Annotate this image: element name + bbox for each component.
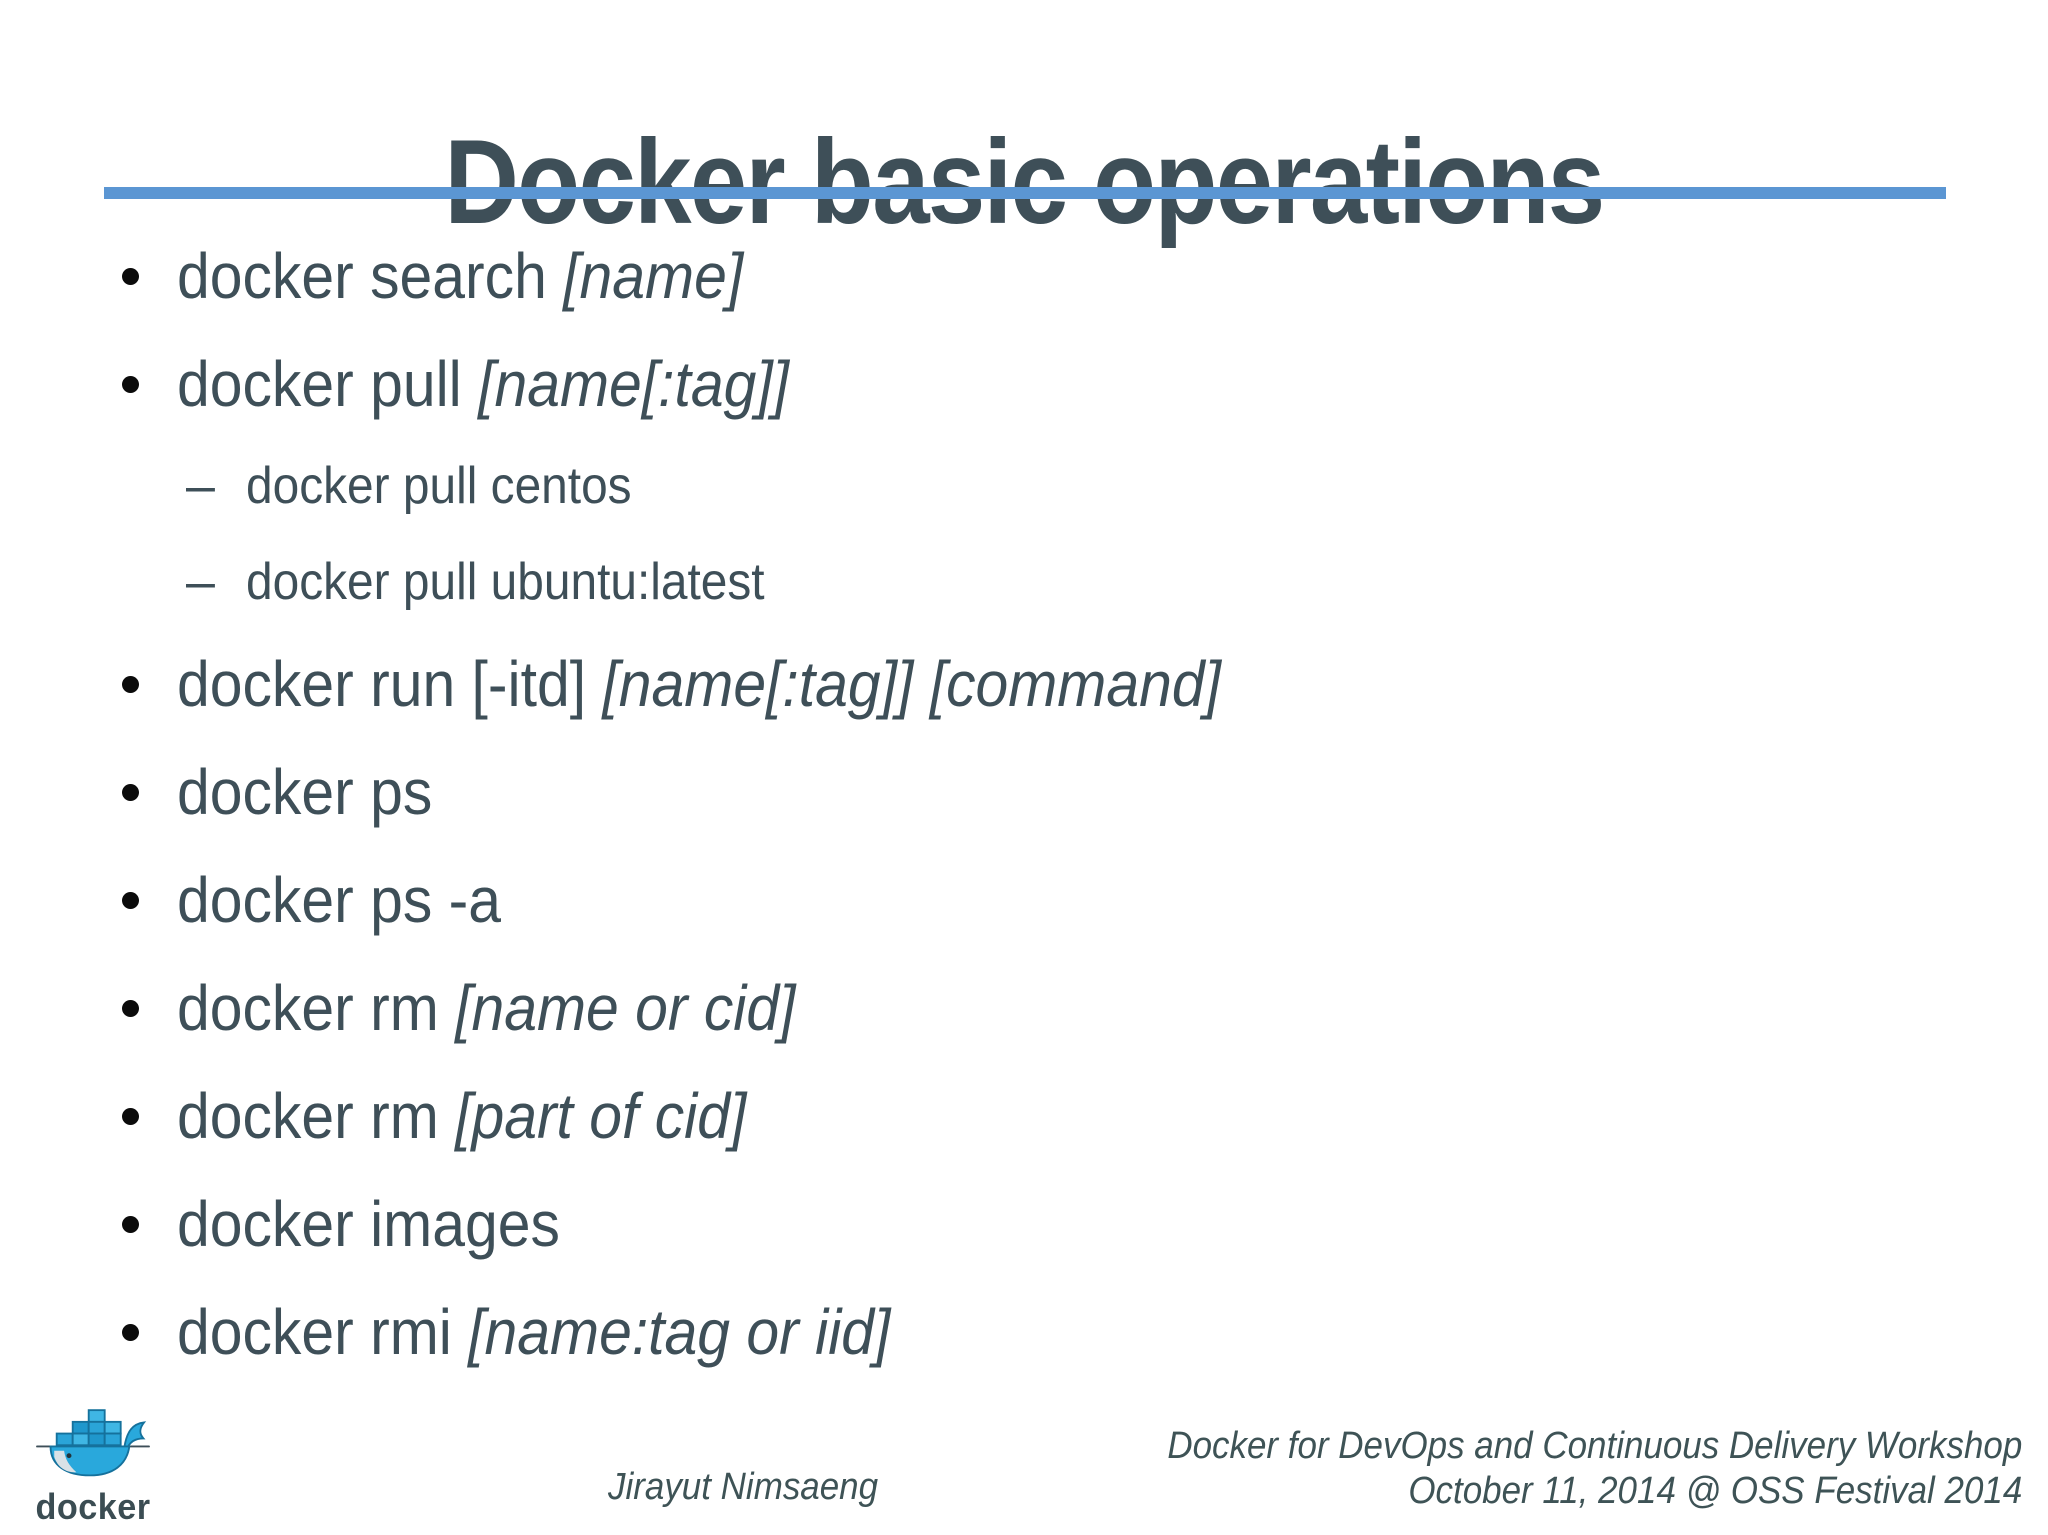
- bullet-argument: [part of cid]: [455, 1080, 747, 1152]
- bullet-dot-icon: [104, 1215, 177, 1233]
- bullet-argument: [name[:tag]]: [478, 348, 790, 420]
- command-list: docker search [name] docker pull [name[:…: [0, 222, 2048, 1386]
- logo-wordmark: docker: [35, 1486, 151, 1527]
- bullet-argument: [name:tag or iid]: [468, 1296, 891, 1368]
- bullet-dot-icon: [104, 375, 177, 393]
- list-item: docker run [-itd] [name[:tag]] [command]: [0, 630, 2048, 738]
- list-item: – docker pull centos: [0, 438, 2048, 534]
- list-item: – docker pull ubuntu:latest: [0, 534, 2048, 630]
- bullet-dot-icon: [104, 675, 177, 693]
- bullet-dot-icon: [104, 1107, 177, 1125]
- bullet-argument: [name]: [563, 240, 744, 312]
- bullet-dot-icon: [104, 1323, 177, 1341]
- bullet-argument: [name[:tag]] [command]: [602, 648, 1221, 720]
- list-item: docker rm [name or cid]: [0, 954, 2048, 1062]
- bullet-command: docker pull ubuntu:latest: [246, 553, 765, 611]
- bullet-command: docker rm: [177, 1080, 456, 1152]
- list-item: docker rm [part of cid]: [0, 1062, 2048, 1170]
- list-item: docker ps: [0, 738, 2048, 846]
- list-item: docker rmi [name:tag or iid]: [0, 1278, 2048, 1386]
- dash-marker-icon: –: [186, 553, 215, 611]
- event-credit: Docker for DevOps and Continuous Deliver…: [1167, 1424, 2022, 1514]
- list-item: docker images: [0, 1170, 2048, 1278]
- docker-logo: docker: [28, 1404, 158, 1528]
- page-title-text: Docker basic operations: [444, 115, 1605, 250]
- docker-whale-icon: [36, 1409, 150, 1477]
- list-item: docker search [name]: [0, 222, 2048, 330]
- bullet-dot-icon: [104, 999, 177, 1017]
- bullet-dot-icon: [104, 783, 177, 801]
- list-item: docker pull [name[:tag]]: [0, 330, 2048, 438]
- bullet-command: docker pull centos: [246, 457, 632, 515]
- workshop-title: Docker for DevOps and Continuous Deliver…: [1167, 1425, 2022, 1467]
- dash-marker-icon: –: [186, 457, 215, 515]
- list-item: docker ps -a: [0, 846, 2048, 954]
- page-title: Docker basic operations: [0, 116, 2048, 248]
- bullet-command: docker ps -a: [177, 864, 501, 936]
- bullet-command: docker rmi: [177, 1296, 469, 1368]
- bullet-argument: [name or cid]: [455, 972, 796, 1044]
- bullet-command: docker pull: [177, 348, 479, 420]
- workshop-date: October 11, 2014 @ OSS Festival 2014: [1408, 1470, 2022, 1512]
- title-underline: [104, 187, 1946, 199]
- bullet-command: docker search: [177, 240, 564, 312]
- bullet-command: docker rm: [177, 972, 456, 1044]
- bullet-command: docker ps: [177, 756, 433, 828]
- author-credit: Jirayut Nimsaeng: [608, 1466, 879, 1508]
- bullet-dot-icon: [104, 267, 177, 285]
- bullet-command: docker run [-itd]: [177, 648, 603, 720]
- bullet-dot-icon: [104, 891, 177, 909]
- bullet-command: docker images: [177, 1188, 560, 1260]
